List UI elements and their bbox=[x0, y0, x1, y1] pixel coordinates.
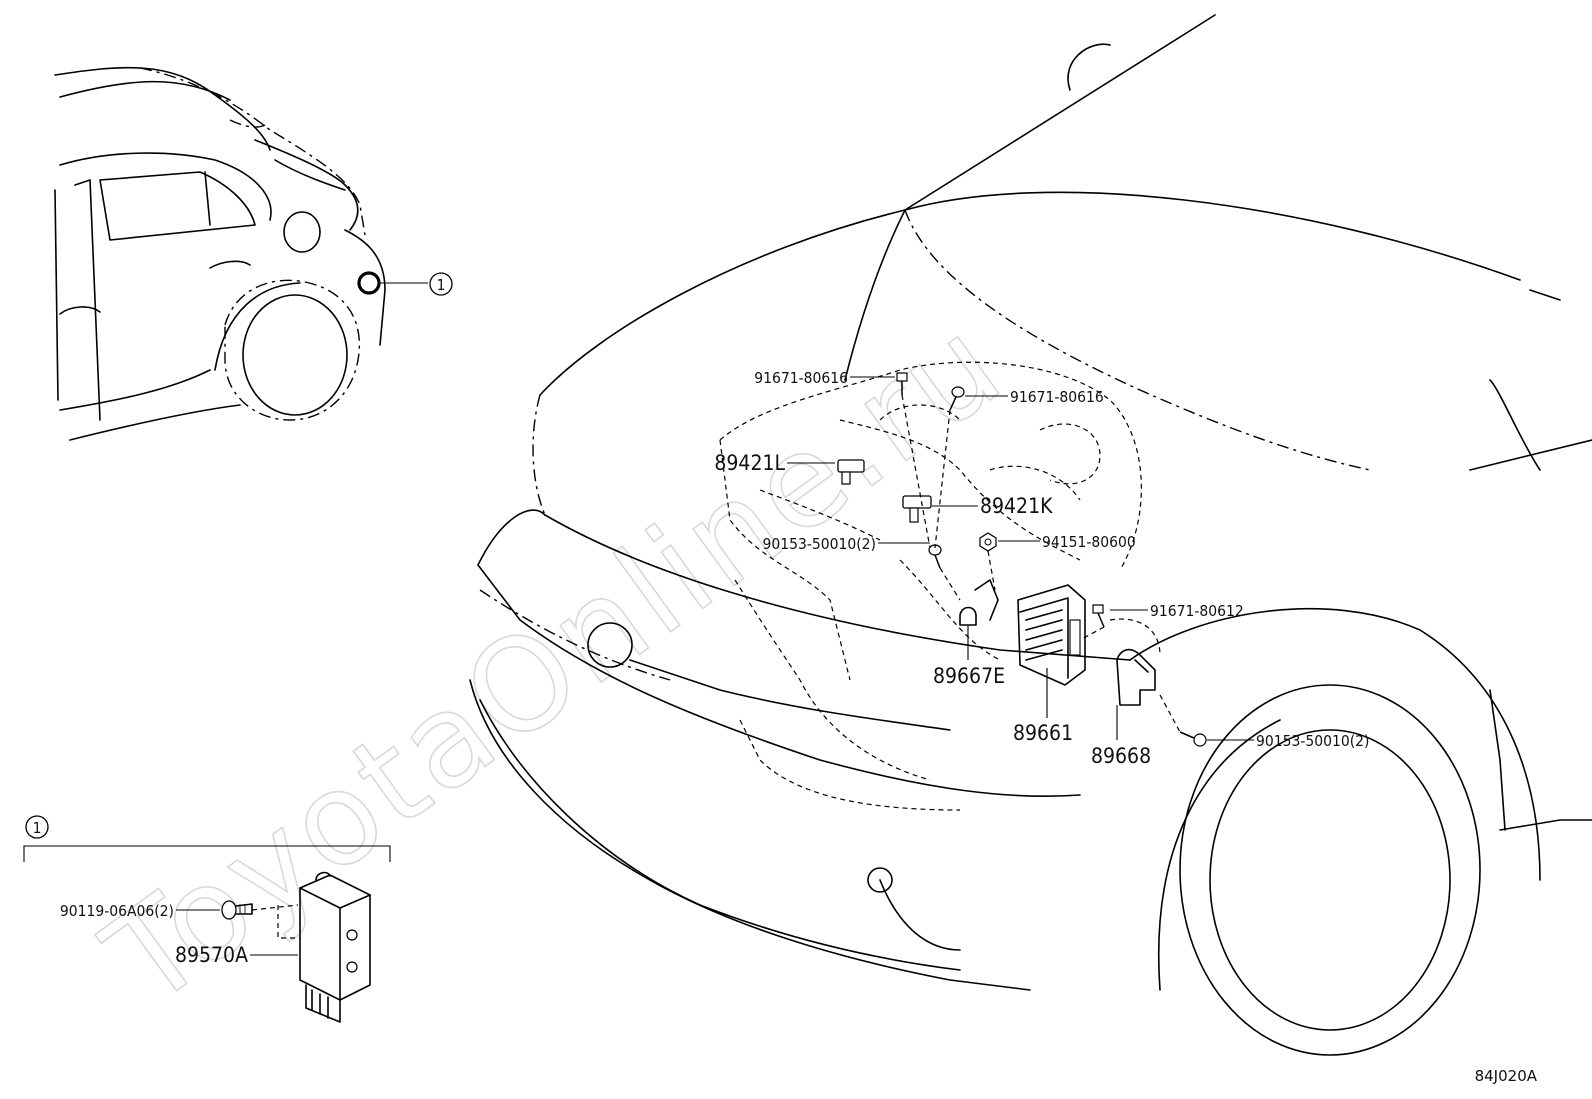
sensor-89421L bbox=[837, 459, 865, 485]
label-89668: 89668 bbox=[1091, 744, 1151, 768]
label-94151-80600: 94151-80600 bbox=[1042, 533, 1136, 551]
bolt-91671-80616-right bbox=[949, 386, 965, 411]
detail-header-number: 1 bbox=[33, 819, 42, 837]
leader-lines bbox=[787, 376, 1254, 741]
label-89421K: 89421K bbox=[980, 494, 1053, 518]
label-91671-80616-left: 91671-80616 bbox=[754, 369, 848, 387]
callout-number: 1 bbox=[437, 276, 446, 294]
bolt-90119-06A06 bbox=[221, 900, 253, 920]
label-89661: 89661 bbox=[1013, 721, 1073, 745]
label-89570A: 89570A bbox=[175, 943, 248, 967]
bracket-89667E bbox=[959, 579, 999, 626]
diagram-code: 84J020A bbox=[1475, 1067, 1538, 1085]
module-89570A bbox=[299, 871, 371, 1023]
nut-94151-80600 bbox=[979, 532, 997, 552]
label-91671-80612: 91671-80612 bbox=[1150, 602, 1244, 620]
detail-view: 1 90119-06A06(2) 89570A bbox=[23, 815, 391, 1023]
part-labels: 91671-80616 91671-80616 89421L 89421K 90… bbox=[714, 369, 1369, 768]
parts-layer bbox=[837, 372, 1207, 747]
sensor-89421K bbox=[902, 495, 932, 523]
label-90153-50010-upper: 90153-50010(2) bbox=[763, 535, 877, 553]
bolt-91671-80612 bbox=[1092, 604, 1105, 628]
label-89421L: 89421L bbox=[714, 451, 785, 475]
rear-car-view: 1 bbox=[54, 66, 453, 441]
bolt-91671-80616-left bbox=[896, 372, 908, 395]
label-90119-06A06: 90119-06A06(2) bbox=[60, 902, 174, 920]
callout-circle bbox=[429, 272, 453, 296]
label-89667E: 89667E bbox=[933, 664, 1005, 688]
bracket-89668 bbox=[1116, 648, 1156, 706]
detail-header-circle bbox=[25, 815, 49, 839]
label-91671-80616-right: 91671-80616 bbox=[1010, 388, 1104, 406]
sensor-location-marker bbox=[357, 271, 381, 295]
bolt-90153-50010-lower bbox=[1179, 731, 1207, 747]
front-car-view bbox=[469, 14, 1592, 1056]
label-90153-50010-lower: 90153-50010(2) bbox=[1256, 732, 1370, 750]
ecu-89661 bbox=[1017, 584, 1086, 686]
bolt-90153-50010-upper bbox=[928, 544, 942, 569]
watermark: ToyotaOnline.ru bbox=[80, 289, 1030, 1036]
